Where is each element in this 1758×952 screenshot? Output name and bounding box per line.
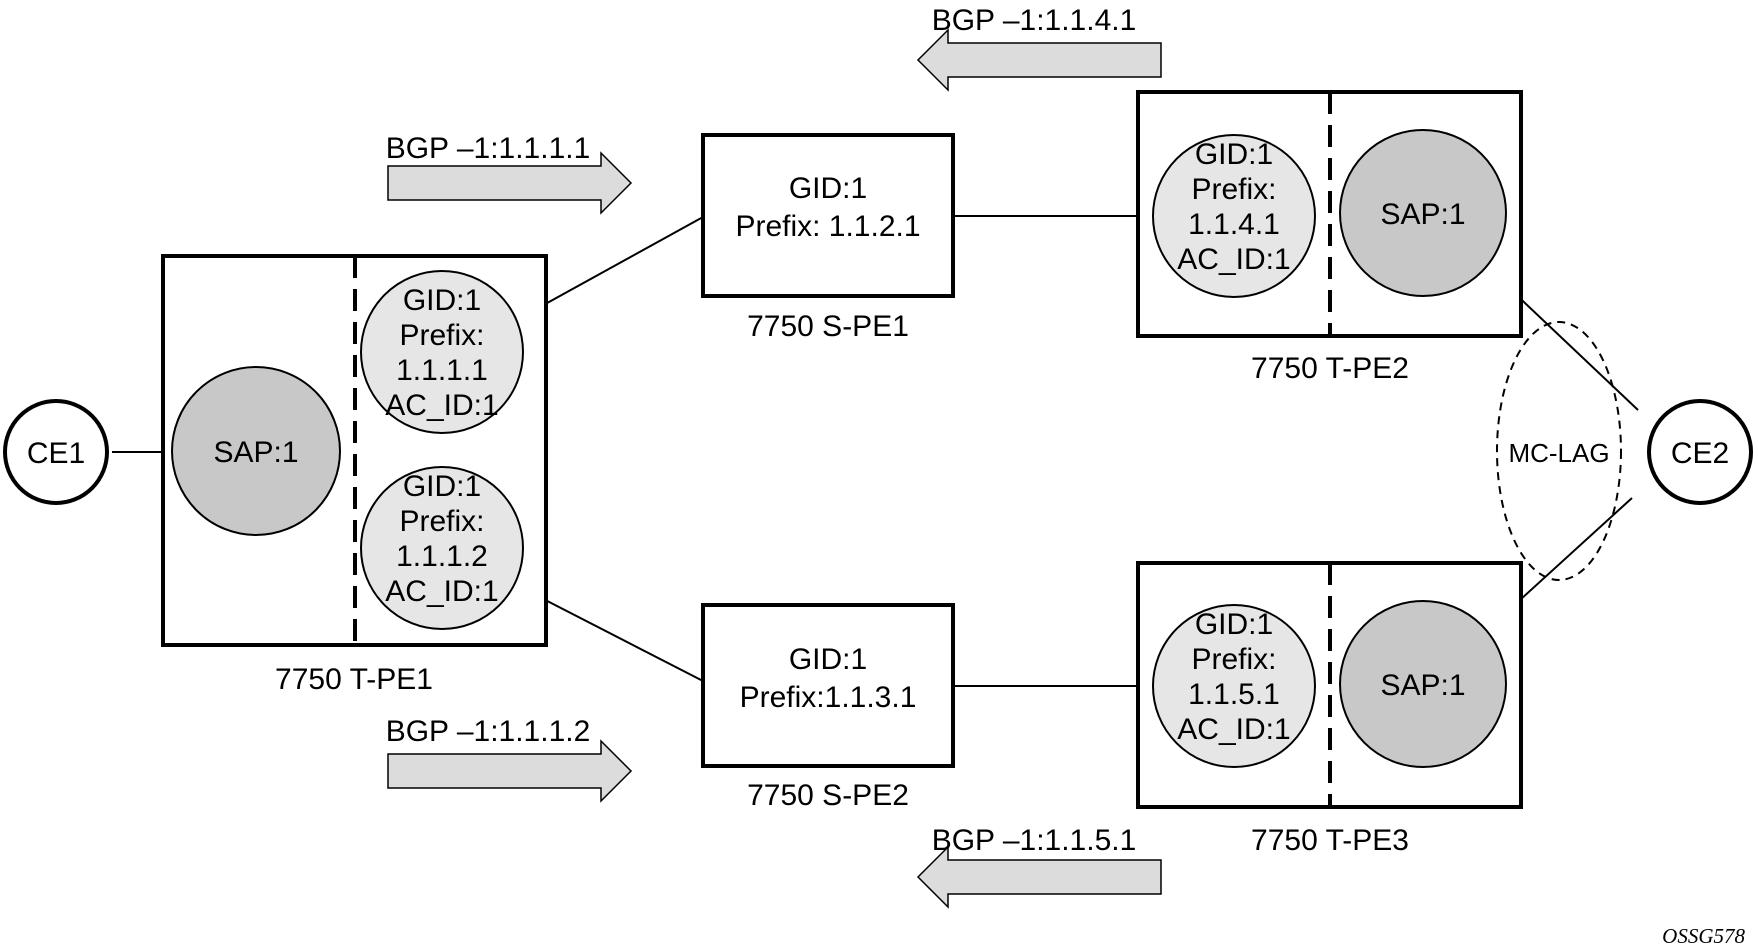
spe1-node: GID:1 Prefix: 1.1.2.1 7750 S-PE1 — [701, 133, 955, 343]
tpe1-label: 7750 T-PE1 — [275, 663, 433, 696]
tpe2-pw-line1: GID:1 — [1195, 138, 1273, 171]
tpe1-pw-a-line2: Prefix: — [399, 319, 484, 352]
tpe1-node: SAP:1 GID:1 Prefix: 1.1.1.1 AC_ID:1 GID:… — [161, 254, 548, 696]
tpe3-sap-label: SAP:1 — [1380, 669, 1465, 702]
tpe1-pw-b-line1: GID:1 — [403, 470, 481, 503]
tpe3-pw-line3: 1.1.5.1 — [1188, 678, 1280, 711]
bgp-label-tpe1-bottom: BGP –1:1.1.1.2 — [386, 715, 591, 748]
tpe3-pw-circle — [1152, 604, 1316, 768]
bgp-arrow-tpe2-left — [916, 28, 1162, 92]
tpe2-pw-circle — [1152, 134, 1316, 298]
ce2-node: CE2 — [1647, 399, 1753, 505]
figure-id: OSSG578 — [1662, 924, 1745, 948]
bgp-arrows — [387, 28, 1162, 909]
tpe1-pw-circle-b — [360, 466, 524, 630]
mc-lag-label: MC-LAG — [1508, 438, 1609, 468]
bgp-label-tpe3: BGP –1:1.1.5.1 — [932, 824, 1137, 857]
ce1-node: CE1 — [3, 399, 109, 505]
tpe1-pw-circle-a — [360, 270, 524, 434]
tpe1-pw-b-line3: 1.1.1.2 — [396, 540, 488, 573]
tpe1-pw-b-line4: AC_ID:1 — [385, 575, 498, 608]
tpe2-sap-label: SAP:1 — [1380, 198, 1465, 231]
bgp-arrow-tpe3-left — [916, 845, 1162, 909]
tpe2-node: GID:1 Prefix: 1.1.4.1 AC_ID:1 SAP:1 7750… — [1136, 90, 1523, 385]
link-tpe1-spe2 — [519, 586, 704, 682]
mc-lag-ellipse — [1496, 321, 1622, 581]
spe2-line1: GID:1 — [789, 643, 867, 676]
spe1-label: 7750 S-PE1 — [747, 310, 909, 343]
tpe2-sap-circle — [1339, 129, 1507, 297]
tpe1-pw-b-line2: Prefix: — [399, 505, 484, 538]
mc-lag-group: MC-LAG — [1496, 321, 1622, 581]
tpe3-pw-line2: Prefix: — [1191, 643, 1276, 676]
spe2-box — [701, 603, 955, 768]
bgp-arrow-tpe1-right-bottom — [387, 739, 633, 803]
tpe2-pw-line3: 1.1.4.1 — [1188, 208, 1280, 241]
link-tpe1-spe1 — [519, 216, 704, 319]
tpe3-pw-line1: GID:1 — [1195, 608, 1273, 641]
bgp-labels: BGP –1:1.1.4.1 BGP –1:1.1.1.1 BGP –1:1.1… — [386, 4, 1137, 857]
bgp-label-tpe2: BGP –1:1.1.4.1 — [932, 4, 1137, 37]
tpe1-pw-a-line3: 1.1.1.1 — [396, 354, 488, 387]
tpe3-label: 7750 T-PE3 — [1251, 824, 1409, 857]
tpe1-sap-label: SAP:1 — [213, 436, 298, 469]
tpe1-pw-a-line4: AC_ID:1 — [385, 389, 498, 422]
spe2-line2: Prefix:1.1.3.1 — [740, 681, 917, 714]
bgp-label-tpe1-top: BGP –1:1.1.1.1 — [386, 132, 591, 165]
bgp-arrow-tpe1-right-top — [387, 151, 633, 215]
spe1-box — [701, 133, 955, 298]
ce2-label: CE2 — [1671, 437, 1729, 470]
tpe3-pw-line4: AC_ID:1 — [1177, 713, 1290, 746]
spe1-line1: GID:1 — [789, 172, 867, 205]
spe1-line2: Prefix: 1.1.2.1 — [735, 210, 920, 243]
tpe1-pw-a-line1: GID:1 — [403, 284, 481, 317]
tpe3-sap-circle — [1339, 600, 1507, 768]
tpe2-label: 7750 T-PE2 — [1251, 352, 1409, 385]
spe2-label: 7750 S-PE2 — [747, 779, 909, 812]
tpe3-node: GID:1 Prefix: 1.1.5.1 AC_ID:1 SAP:1 7750… — [1136, 561, 1523, 857]
spe2-node: GID:1 Prefix:1.1.3.1 7750 S-PE2 — [701, 603, 955, 812]
ce1-label: CE1 — [27, 437, 85, 470]
tpe2-pw-line2: Prefix: — [1191, 173, 1276, 206]
tpe1-sap-circle — [171, 366, 341, 536]
tpe2-pw-line4: AC_ID:1 — [1177, 243, 1290, 276]
